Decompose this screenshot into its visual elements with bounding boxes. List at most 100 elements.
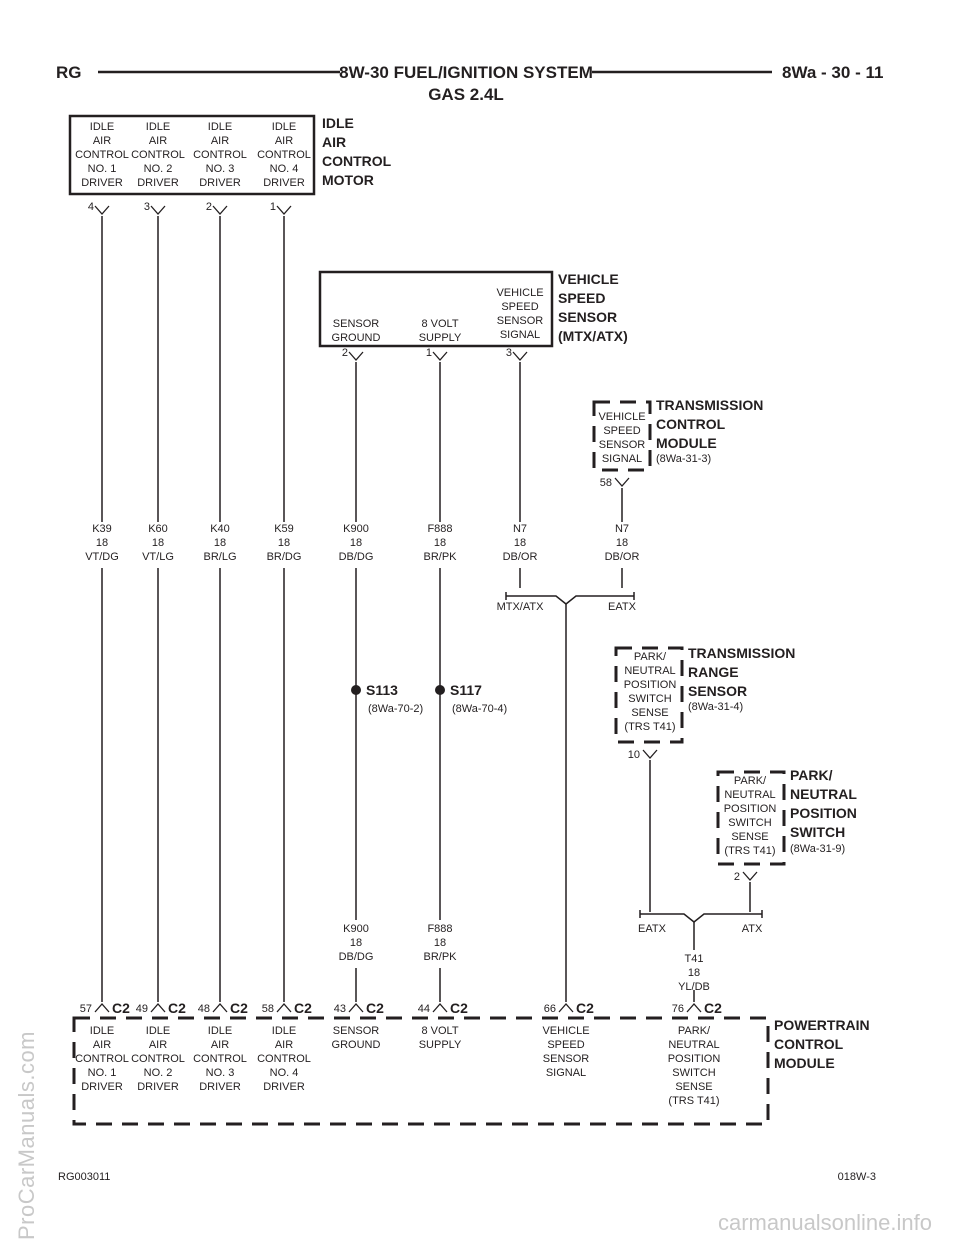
iac-pin-label: DRIVER [263, 177, 305, 189]
iac-pin-label: AIR [211, 135, 229, 147]
pin-number: 2 [734, 871, 740, 883]
iac-pin-label: DRIVER [199, 177, 241, 189]
iac-pin [94, 205, 110, 215]
pin-number: 1 [270, 201, 276, 213]
trs-pin-label: POSITION [624, 679, 677, 691]
vss-pin-label: SIGNAL [500, 329, 540, 341]
tcm-title-line: TRANSMISSION [656, 397, 763, 413]
pcm-pin [212, 1003, 228, 1013]
vss-box [318, 270, 554, 348]
trs-ref: (8Wa-31-4) [688, 701, 743, 713]
trs-dashed-box [614, 646, 684, 744]
trs-title-line: TRANSMISSION [688, 645, 795, 661]
vss-title-line: (MTX/ATX) [558, 328, 628, 344]
wire-labels: K3918VT/DGK6018VT/LGK4018BR/LGK5918BR/DG… [85, 523, 710, 993]
splice-ref: (8Wa-70-2) [368, 703, 423, 715]
pin-number: 43 [334, 1003, 346, 1015]
option-branch-bar [640, 913, 762, 923]
pcm-pin-label: GROUND [332, 1039, 381, 1051]
pin-number: 4 [88, 201, 94, 213]
pin-number: 10 [628, 749, 640, 761]
pnp-pin-label: SWITCH [728, 817, 771, 829]
wire-label: BR/DG [267, 551, 302, 563]
vss-pin [432, 351, 448, 361]
pcm-title-line: CONTROL [774, 1036, 844, 1052]
pcm-connector-c2: C2 [576, 1000, 594, 1016]
wire-label: 18 [514, 537, 526, 549]
splice-id: S113 [366, 682, 398, 698]
vss-pin-label: 8 VOLT [421, 318, 458, 330]
iac-pin-label: DRIVER [81, 177, 123, 189]
pcm-pin-label: CONTROL [257, 1053, 311, 1065]
pcm-pin-label: IDLE [90, 1025, 114, 1037]
header-subtitle: GAS 2.4L [428, 85, 504, 104]
pcm-pin-label: SWITCH [672, 1067, 715, 1079]
vss-pin-label: VEHICLE [496, 287, 543, 299]
pin-number: 2 [342, 347, 348, 359]
pin-number: 76 [672, 1003, 684, 1015]
wire-label: 18 [96, 537, 108, 549]
iac-pin-label: IDLE [146, 121, 170, 133]
vss-option-left: MTX/ATX [497, 601, 545, 613]
pcm-pin [348, 1003, 364, 1013]
iac-pin-label: CONTROL [257, 149, 311, 161]
wire-label: K900 [343, 523, 369, 535]
page-header: RG 8W-30 FUEL/IGNITION SYSTEM 8Wa - 30 -… [56, 63, 883, 104]
wire-label: BR/PK [423, 551, 457, 563]
splice-dot [435, 685, 445, 695]
pcm-pin [276, 1003, 292, 1013]
iac-pin-label: NO. 2 [144, 163, 173, 175]
vss-option-right: EATX [608, 601, 637, 613]
pnp-pin-label: SENSE [731, 831, 768, 843]
pcm-pin-label: SENSOR [543, 1053, 590, 1065]
pcm-pin-label: IDLE [146, 1025, 170, 1037]
wire-label: DB/OR [503, 551, 538, 563]
trs-option-right: ATX [742, 923, 763, 935]
iac-box [68, 114, 316, 196]
wire-label: 18 [152, 537, 164, 549]
pcm-pin [686, 1003, 702, 1013]
wire-label: 18 [434, 537, 446, 549]
iac-title-line: IDLE [322, 115, 354, 131]
pin-number: 58 [262, 1003, 274, 1015]
pcm-pin [94, 1003, 110, 1013]
pcm-pin-label: VEHICLE [542, 1025, 589, 1037]
tcm-pin-label: SENSOR [599, 439, 646, 451]
pin-number: 49 [136, 1003, 148, 1015]
pcm-pin-label: NO. 1 [88, 1067, 117, 1079]
pcm-pin-label: SIGNAL [546, 1067, 586, 1079]
wire-label: K39 [92, 523, 112, 535]
pcm-pin-label: CONTROL [131, 1053, 185, 1065]
pcm-pin-label: POSITION [668, 1053, 721, 1065]
pin-number: 48 [198, 1003, 210, 1015]
wire-label: N7 [615, 523, 629, 535]
pcm-pin-label: NO. 2 [144, 1067, 173, 1079]
pnp-ref: (8Wa-31-9) [790, 843, 845, 855]
pnp-pin-label: PARK/ [734, 775, 767, 787]
pin-number: 3 [144, 201, 150, 213]
pcm-pin-label: SUPPLY [419, 1039, 462, 1051]
pcm-title-line: POWERTRAIN [774, 1017, 870, 1033]
pcm-pin-label: (TRS T41) [668, 1095, 719, 1107]
pcm-pin-label: IDLE [272, 1025, 296, 1037]
pnp-title-line: SWITCH [790, 824, 845, 840]
wire-label: F888 [427, 923, 452, 935]
wire-label: 18 [616, 537, 628, 549]
tcm-pin [614, 477, 630, 487]
splice-dot [351, 685, 361, 695]
trs-title-line: RANGE [688, 664, 739, 680]
iac-pin-label: NO. 1 [88, 163, 117, 175]
splice-id: S117 [450, 682, 482, 698]
pcm-pin-label: AIR [149, 1039, 167, 1051]
pnp-title-line: POSITION [790, 805, 857, 821]
pcm-connector-c2: C2 [450, 1000, 468, 1016]
pcm-connector-c2: C2 [704, 1000, 722, 1016]
tcm-title-line: MODULE [656, 435, 717, 451]
